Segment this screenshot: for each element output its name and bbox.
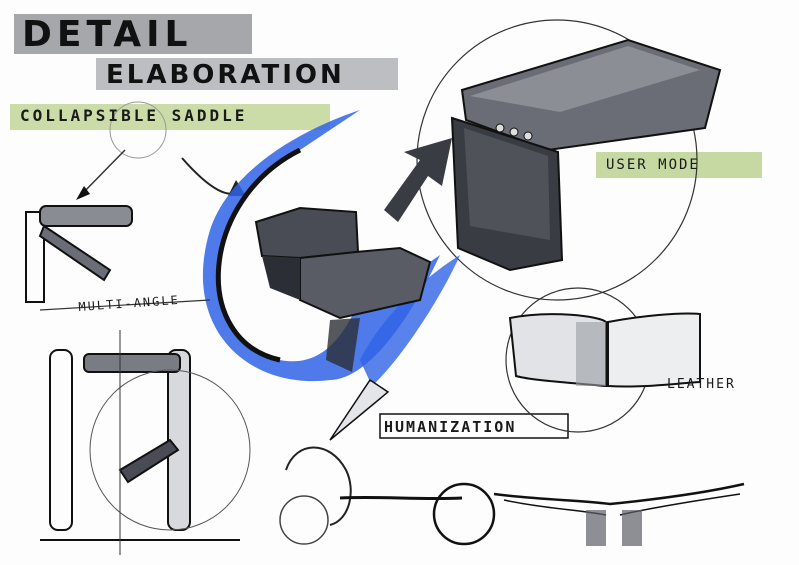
zoom-arrow [384,138,452,222]
sheet-title-line2: ELABORATION [106,60,345,90]
frame-outline [215,147,302,363]
leather-pad-right [607,312,701,388]
hinge-2 [509,127,519,137]
front-view-seat-top [83,353,181,373]
frame-blue-left [202,110,440,382]
callout-arrow-line [79,149,126,197]
sheet-title-line1: DETAIL [22,14,193,55]
title-marker-band [14,14,252,54]
front-view-wheel-left [49,349,73,531]
label-user-mode: USER MODE [606,157,700,173]
subtitle-marker-band [96,58,398,90]
label-collapsible-saddle: COLLAPSIBLE SADDLE [20,106,248,125]
saddle-pad-left [254,206,360,260]
detail-callout-circle [416,19,698,301]
human-sketch-wheel-right [432,482,496,546]
cross-section-fill-left [586,510,606,546]
leather-texture [576,322,606,386]
multi-angle-bar-top [39,205,133,227]
detail-top-highlight [470,46,700,112]
user-mode-label-highlight [596,152,762,178]
callout-arrow-head [76,186,90,200]
cross-section-fill-right [622,510,642,546]
frame-blue-right [360,255,460,386]
hinge-3 [523,131,533,141]
front-view-seat-fold [118,438,180,484]
human-sketch-cone [329,378,390,441]
multi-angle-bar-angled [38,224,112,282]
front-view-circle [89,369,251,531]
human-sketch-curve [285,446,352,526]
human-sketch-wheel-left [279,495,329,545]
hinge-1 [495,123,505,133]
saddle-label-highlight [10,104,330,130]
saddle-pad-right [299,246,432,320]
saddle-shadow [326,318,360,372]
label-humanization: HUMANIZATION [384,418,517,436]
human-sketch-frame [339,495,463,501]
front-view-wheel-right [167,349,191,531]
sweep-arrow [181,157,241,195]
multi-angle-post [25,211,45,303]
humanization-frame [379,413,569,439]
small-callout-circle [109,101,167,159]
multi-angle-base-line [39,299,211,311]
cross-section-top [493,482,745,506]
saddle-pad-side [262,256,300,300]
detail-hanging-face [464,128,550,240]
label-leather: LEATHER [667,377,736,392]
